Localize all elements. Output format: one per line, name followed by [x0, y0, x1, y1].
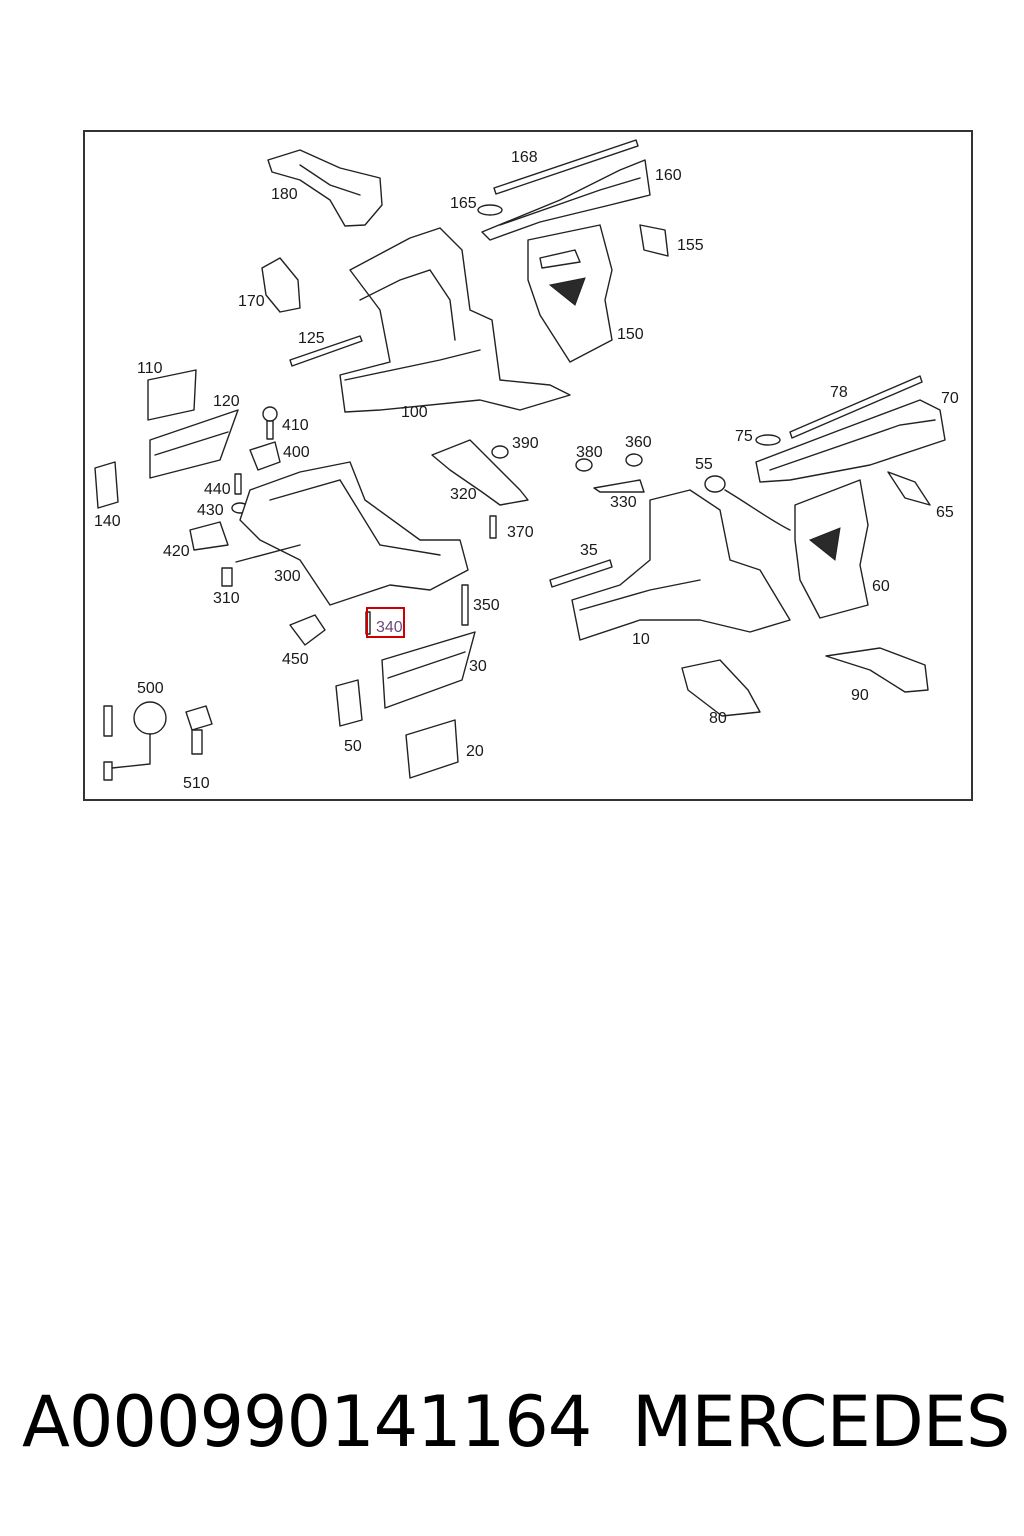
callout-20[interactable]: 20	[466, 743, 484, 760]
callout-50[interactable]: 50	[344, 738, 362, 755]
callout-360[interactable]: 360	[625, 434, 652, 451]
callout-30[interactable]: 30	[469, 658, 487, 675]
footer: A000990141164 MERCEDES	[0, 1372, 1024, 1482]
callout-380[interactable]: 380	[576, 444, 603, 461]
callout-120[interactable]: 120	[213, 393, 240, 410]
highlight-box-340	[366, 607, 405, 638]
callout-370[interactable]: 370	[507, 524, 534, 541]
callout-35[interactable]: 35	[580, 542, 598, 559]
callout-420[interactable]: 420	[163, 543, 190, 560]
callout-65[interactable]: 65	[936, 504, 954, 521]
parts-drawings	[94, 139, 946, 781]
callout-300[interactable]: 300	[274, 568, 301, 585]
callout-320[interactable]: 320	[450, 486, 477, 503]
callout-100[interactable]: 100	[401, 404, 428, 421]
callout-440[interactable]: 440	[204, 481, 231, 498]
callout-400[interactable]: 400	[283, 444, 310, 461]
callout-450[interactable]: 450	[282, 651, 309, 668]
callout-55[interactable]: 55	[695, 456, 713, 473]
callout-350[interactable]: 350	[473, 597, 500, 614]
callout-80[interactable]: 80	[709, 710, 727, 727]
callout-165[interactable]: 165	[450, 195, 477, 212]
callout-500[interactable]: 500	[137, 680, 164, 697]
callout-78[interactable]: 78	[830, 384, 848, 401]
callout-160[interactable]: 160	[655, 167, 682, 184]
callout-150[interactable]: 150	[617, 326, 644, 343]
callout-70[interactable]: 70	[941, 390, 959, 407]
callout-60[interactable]: 60	[872, 578, 890, 595]
callout-110[interactable]: 110	[137, 360, 163, 377]
callout-430[interactable]: 430	[197, 502, 224, 519]
callout-140[interactable]: 140	[94, 513, 121, 530]
callout-310[interactable]: 310	[213, 590, 240, 607]
callout-390[interactable]: 390	[512, 435, 539, 452]
callout-330[interactable]: 330	[610, 494, 637, 511]
callout-75[interactable]: 75	[735, 428, 753, 445]
callout-labels: 168 160 180 165 155 170 150 125 100 110 …	[94, 149, 959, 792]
callout-90[interactable]: 90	[851, 687, 869, 704]
brand-name: MERCEDES	[632, 1381, 1010, 1463]
callout-125[interactable]: 125	[298, 330, 325, 347]
callout-155[interactable]: 155	[677, 237, 704, 254]
callout-170[interactable]: 170	[238, 293, 265, 310]
callout-168[interactable]: 168	[511, 149, 538, 166]
callout-180[interactable]: 180	[271, 186, 298, 203]
callout-340[interactable]: 340	[376, 619, 403, 636]
callout-510[interactable]: 510	[183, 775, 210, 792]
callout-10[interactable]: 10	[632, 631, 650, 648]
callout-410[interactable]: 410	[282, 417, 309, 434]
part-number: A000990141164	[22, 1381, 592, 1463]
